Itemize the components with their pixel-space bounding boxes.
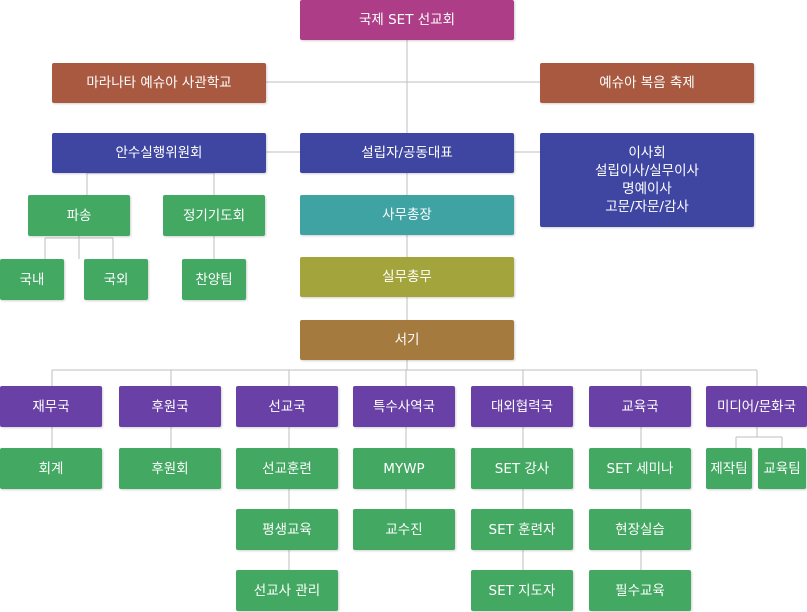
sub-set-leader: SET 지도자	[471, 570, 573, 611]
sub-faculty: 교수진	[353, 509, 455, 550]
sub-label: 선교훈련	[262, 460, 312, 477]
secretary-general-label: 사무총장	[382, 207, 432, 223]
dept-external: 대외협력국	[471, 386, 573, 427]
dept-education: 교육국	[589, 386, 691, 427]
sub-label: SET 지도자	[488, 582, 556, 599]
dept-mission: 선교국	[236, 386, 338, 427]
sub-label: 후원회	[151, 460, 189, 477]
board-line: 명예이사	[622, 181, 672, 197]
festival-label: 예슈아 복음 축제	[599, 75, 695, 91]
sub-label: SET 세미나	[606, 460, 674, 477]
sub-label: 현장실습	[615, 521, 665, 538]
sub-label: 제작팀	[710, 460, 748, 477]
sub-label: 평생교육	[262, 521, 312, 538]
school-box: 마라나타 예슈아 사관학교	[52, 63, 266, 103]
dept-label: 미디어/문화국	[716, 398, 797, 415]
sub-label: 교수진	[385, 521, 423, 538]
board-line: 설립이사/실무이사	[595, 163, 699, 179]
dispatch-label: 파송	[66, 207, 92, 224]
sub-label: 필수교육	[615, 582, 665, 599]
sub-set-trainer: SET 훈련자	[471, 509, 573, 550]
sub-label: SET 훈련자	[488, 521, 556, 538]
sub-mission-training: 선교훈련	[236, 448, 338, 489]
sub-accounting: 회계	[0, 448, 102, 489]
sub-required-education: 필수교육	[589, 570, 691, 611]
sub-education-team: 교육팀	[758, 448, 806, 489]
dept-label: 선교국	[268, 398, 306, 415]
clerk-box: 서기	[300, 320, 514, 360]
sub-label: 선교사 관리	[253, 582, 321, 599]
school-label: 마라나타 예슈아 사관학교	[86, 75, 232, 91]
overseas-label: 국외	[103, 271, 129, 288]
prayer-box: 정기기도회	[163, 195, 265, 236]
board-box: 이사회 설립이사/실무이사 명예이사 고문/자문/감사	[540, 133, 754, 227]
dept-media: 미디어/문화국	[706, 386, 807, 427]
committee-box: 안수실행위원회	[52, 133, 266, 173]
sub-set-instructor: SET 강사	[471, 448, 573, 489]
praise-label: 찬양팀	[195, 271, 233, 288]
sub-production-team: 제작팀	[706, 448, 752, 489]
sub-missionary-care: 선교사 관리	[236, 570, 338, 611]
dept-finance: 재무국	[0, 386, 102, 427]
dept-special: 특수사역국	[353, 386, 455, 427]
domestic-box: 국내	[0, 259, 64, 300]
sub-field-practice: 현장실습	[589, 509, 691, 550]
sub-label: SET 강사	[494, 460, 550, 477]
sub-lifelong-education: 평생교육	[236, 509, 338, 550]
committee-label: 안수실행위원회	[115, 145, 203, 161]
clerk-label: 서기	[394, 332, 420, 348]
dept-label: 재무국	[32, 398, 70, 415]
org-root-label: 국제 SET 선교회	[358, 12, 456, 28]
sub-sponsors: 후원회	[119, 448, 221, 489]
secretary-general-box: 사무총장	[300, 195, 514, 235]
founder-label: 설립자/공동대표	[361, 145, 453, 161]
board-line: 고문/자문/감사	[605, 199, 689, 215]
sub-label: 교육팀	[763, 460, 801, 477]
sub-label: MYWP	[383, 460, 425, 477]
board-title: 이사회	[628, 145, 666, 161]
overseas-box: 국외	[84, 259, 148, 300]
executive-label: 실무총무	[382, 269, 432, 285]
sub-set-seminar: SET 세미나	[589, 448, 691, 489]
dept-label: 대외협력국	[490, 398, 554, 415]
dept-label: 교육국	[621, 398, 659, 415]
festival-box: 예슈아 복음 축제	[540, 63, 754, 103]
founder-box: 설립자/공동대표	[300, 133, 514, 173]
sub-mywp: MYWP	[353, 448, 455, 489]
praise-box: 찬양팀	[182, 259, 246, 300]
executive-box: 실무총무	[300, 257, 514, 297]
dispatch-box: 파송	[28, 195, 130, 236]
dept-label: 특수사역국	[372, 398, 436, 415]
org-root-box: 국제 SET 선교회	[300, 0, 514, 40]
dept-support: 후원국	[119, 386, 221, 427]
sub-label: 회계	[38, 460, 64, 477]
prayer-label: 정기기도회	[182, 207, 246, 224]
domestic-label: 국내	[19, 271, 45, 288]
dept-label: 후원국	[151, 398, 189, 415]
